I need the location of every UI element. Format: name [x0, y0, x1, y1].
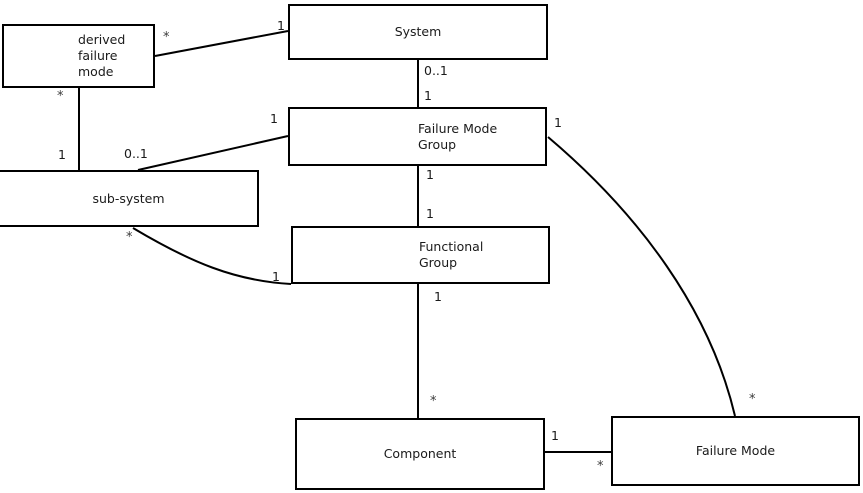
multiplicity-m-fmg-right-one: 1	[554, 115, 562, 130]
connector-derived-failure-mode--system	[154, 30, 289, 57]
multiplicity-m-dfm-down-star: *	[57, 89, 64, 104]
multiplicity-m-fmg-down-one: 1	[426, 167, 434, 182]
class-box-derived-failure-mode[interactable]: derived failure mode	[2, 24, 155, 88]
multiplicity-m-fmg-left-one: 1	[270, 111, 278, 126]
class-name-failure-mode-group: Failure Mode Group	[418, 120, 498, 152]
class-box-failure-mode-group[interactable]: Failure Mode Group	[288, 107, 547, 166]
multiplicity-m-system-down-zeroone: 0..1	[424, 63, 448, 78]
class-box-sub-system[interactable]: sub-system	[0, 170, 259, 227]
class-name-functional-group: Functional Group	[419, 239, 484, 270]
connector-failure-mode-group--sub-system	[137, 135, 289, 171]
multiplicity-m-fg-left-one: 1	[272, 269, 280, 284]
multiplicity-m-component-up-star: *	[430, 394, 437, 409]
multiplicity-m-subsystem-down-star: *	[126, 230, 133, 245]
class-box-failure-mode[interactable]: Failure Mode	[611, 416, 860, 486]
class-box-system[interactable]: System	[288, 4, 548, 60]
class-name-derived-failure-mode: derived failure mode	[78, 32, 126, 79]
class-name-system: System	[394, 24, 442, 39]
multiplicity-m-component-right-one: 1	[551, 428, 559, 443]
class-name-sub-system: sub-system	[92, 190, 165, 206]
multiplicity-m-dfm-system-star: *	[163, 30, 170, 45]
class-name-component: Component	[383, 446, 457, 461]
multiplicity-m-failure-mode-left-star: *	[597, 459, 604, 474]
class-box-component[interactable]: Component	[295, 418, 545, 490]
multiplicity-m-subsystem-zeroone: 0..1	[124, 146, 148, 161]
multiplicity-m-system-left-one: 1	[277, 18, 285, 33]
multiplicity-m-fg-up-one: 1	[426, 206, 434, 221]
class-box-functional-group[interactable]: Functional Group	[291, 226, 550, 284]
multiplicity-m-fg-down-one: 1	[434, 289, 442, 304]
multiplicity-m-subsystem-up-one: 1	[58, 147, 66, 162]
connector-sub-system--functional-group	[132, 227, 292, 285]
multiplicity-m-fmg-up-one: 1	[424, 88, 432, 103]
multiplicity-m-failure-mode-top-star: *	[749, 392, 756, 407]
class-name-failure-mode: Failure Mode	[695, 443, 776, 458]
connector-failure-mode-group--failure-mode	[547, 136, 736, 417]
